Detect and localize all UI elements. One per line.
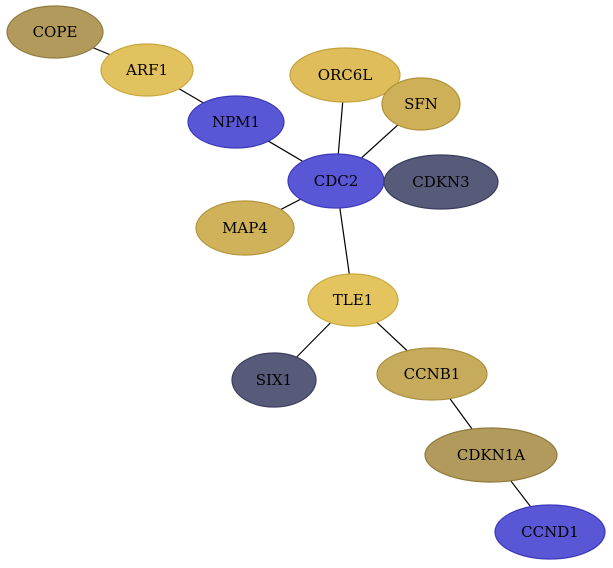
node-label-sfn: SFN <box>404 95 438 113</box>
node-shape-ccnd1 <box>494 504 606 560</box>
node-label-arf1: ARF1 <box>125 61 168 79</box>
node-shape-sfn <box>381 77 461 131</box>
node-tle1: TLE1 <box>307 273 399 327</box>
node-label-cdc2: CDC2 <box>314 172 359 190</box>
node-shape-tle1 <box>307 273 399 327</box>
node-label-tle1: TLE1 <box>333 291 373 309</box>
node-cdkn1a: CDKN1A <box>424 427 558 483</box>
node-label-ccnb1: CCNB1 <box>404 365 461 383</box>
node-shape-cope <box>6 5 104 59</box>
node-shape-ccnb1 <box>376 347 488 401</box>
node-orc6l: ORC6L <box>289 47 401 103</box>
node-shape-cdkn3 <box>383 154 499 210</box>
node-label-orc6l: ORC6L <box>318 66 373 84</box>
node-cdc2: CDC2 <box>287 153 385 209</box>
node-shape-npm1 <box>187 95 285 149</box>
node-label-cdkn3: CDKN3 <box>412 173 469 191</box>
node-cope: COPE <box>6 5 104 59</box>
node-label-npm1: NPM1 <box>212 113 260 131</box>
node-label-cdkn1a: CDKN1A <box>457 446 525 464</box>
node-label-map4: MAP4 <box>222 219 268 237</box>
node-arf1: ARF1 <box>100 43 194 97</box>
node-label-six1: SIX1 <box>256 371 292 389</box>
node-shape-map4 <box>195 200 295 256</box>
node-shape-cdkn1a <box>424 427 558 483</box>
node-shape-arf1 <box>100 43 194 97</box>
node-ccnd1: CCND1 <box>494 504 606 560</box>
node-npm1: NPM1 <box>187 95 285 149</box>
node-ccnb1: CCNB1 <box>376 347 488 401</box>
node-shape-six1 <box>231 352 317 408</box>
node-cdkn3: CDKN3 <box>383 154 499 210</box>
node-label-ccnd1: CCND1 <box>521 523 579 541</box>
node-six1: SIX1 <box>231 352 317 408</box>
node-shape-orc6l <box>289 47 401 103</box>
node-sfn: SFN <box>381 77 461 131</box>
node-map4: MAP4 <box>195 200 295 256</box>
node-label-cope: COPE <box>33 23 78 41</box>
